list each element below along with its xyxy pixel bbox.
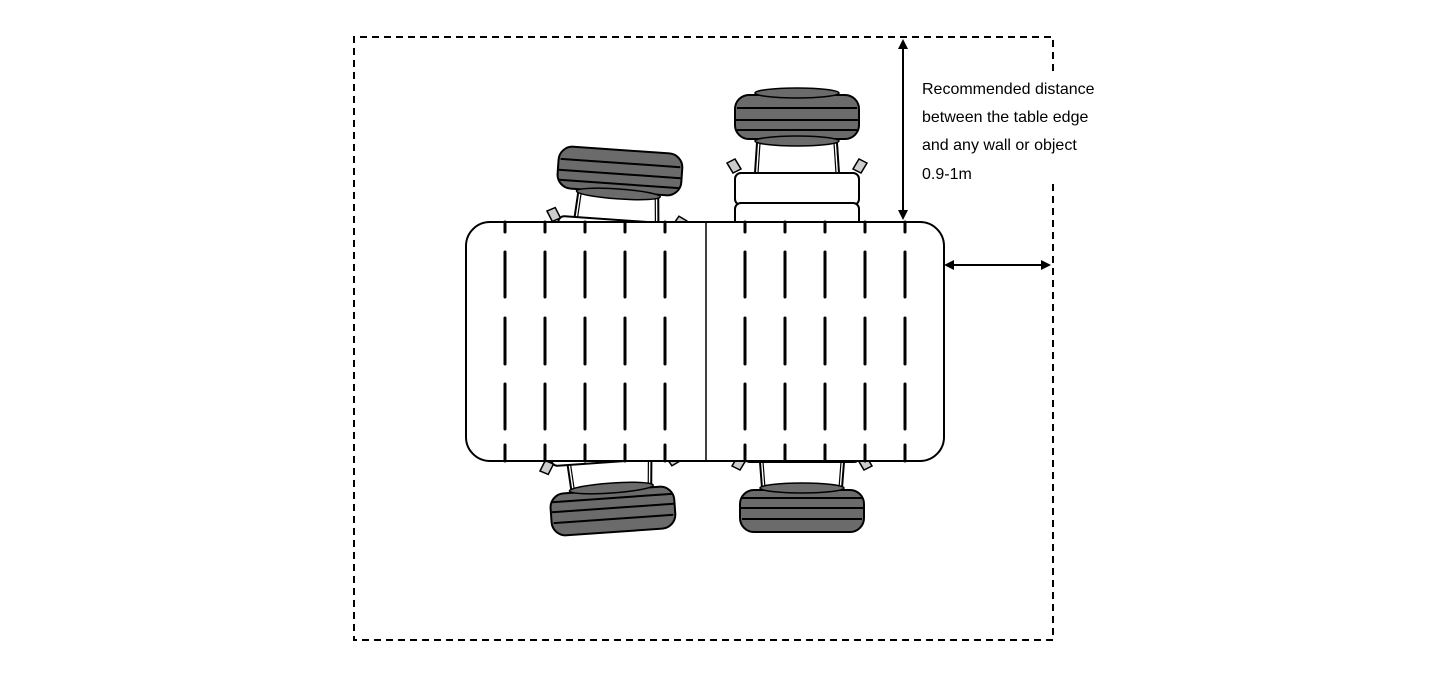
annotation-line-4: 0.9-1m — [922, 166, 972, 183]
table-slats — [503, 220, 907, 463]
horizontal-dimension-arrow — [944, 260, 1051, 270]
clearance-boundary — [353, 36, 1054, 641]
annotation-line-1: Recommended distance — [922, 81, 1095, 98]
clearance-annotation: Recommended distance between the table e… — [922, 81, 1095, 183]
table — [465, 220, 945, 463]
chair-top-right — [726, 87, 868, 238]
vertical-dimension-arrow — [898, 39, 908, 220]
annotation-line-2: between the table edge — [922, 109, 1088, 126]
annotation-line-3: and any wall or object — [922, 137, 1077, 154]
